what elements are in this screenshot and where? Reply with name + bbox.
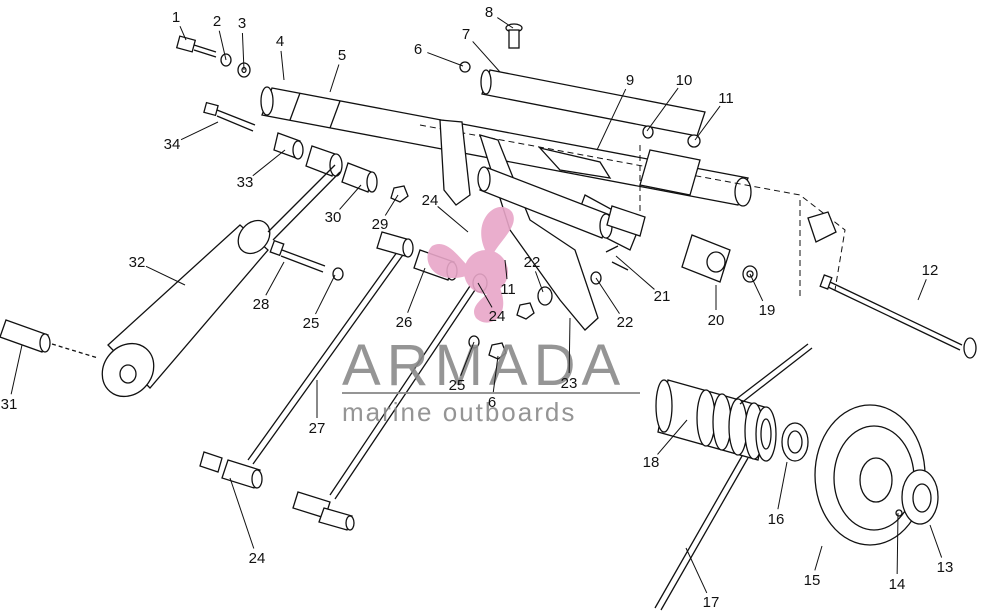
leader-line-c24a	[437, 206, 469, 233]
parts-drawing	[0, 23, 977, 611]
leader-line-c29	[384, 194, 399, 216]
callout-c25a: 25	[303, 315, 320, 332]
leader-line-c22b	[534, 271, 544, 293]
callout-c10: 10	[676, 72, 693, 89]
callout-c26: 26	[396, 314, 413, 331]
leader-line-c24b	[477, 282, 493, 308]
callout-c11b: 11	[500, 281, 516, 298]
propeller-logo-icon	[427, 206, 514, 323]
shock-absorber	[101, 164, 341, 398]
callout-c24b: 24	[489, 308, 506, 325]
callout-c16: 16	[768, 511, 785, 528]
leader-line-c13	[929, 524, 943, 558]
callout-c18: 18	[643, 454, 660, 471]
callout-c24c: 24	[249, 550, 266, 567]
leader-line-c8	[497, 17, 514, 29]
leader-line-c17	[685, 547, 708, 594]
callout-c17: 17	[703, 594, 720, 611]
callout-c6b: 6	[488, 394, 496, 411]
leader-line-c24c	[229, 477, 255, 549]
callout-c5: 5	[338, 47, 346, 64]
leader-line-c33	[252, 149, 286, 177]
rear-shaft	[480, 69, 706, 137]
callout-c20: 20	[708, 312, 725, 329]
leader-line-c9	[596, 88, 627, 151]
leader-line-c34	[180, 121, 219, 141]
watermark-subtitle: marine outboards	[342, 397, 576, 427]
callout-c33: 33	[237, 174, 254, 191]
callout-c27: 27	[309, 420, 326, 437]
leader-line-c12	[917, 279, 927, 301]
leader-line-c14	[896, 512, 899, 575]
leader-line-c11	[694, 105, 721, 141]
callout-c3: 3	[238, 15, 246, 32]
spring-assembly	[654, 343, 813, 611]
leader-line-c6	[427, 52, 464, 67]
callout-c13: 13	[937, 559, 954, 576]
leader-line-c5	[329, 64, 340, 93]
callout-c23: 23	[561, 375, 578, 392]
watermark: ARMADA marine outboards	[342, 206, 640, 427]
callout-c24a: 24	[422, 192, 439, 209]
leader-line-c3	[241, 32, 245, 71]
leader-line-c30	[339, 184, 362, 210]
leader-line-c25b	[460, 341, 475, 376]
leader-line-c6b	[492, 355, 499, 393]
callout-c2: 2	[213, 13, 221, 30]
callout-c34: 34	[164, 136, 181, 153]
callout-c6: 6	[414, 41, 422, 58]
callout-c12: 12	[922, 262, 939, 279]
callout-c28: 28	[253, 296, 270, 313]
callout-c30: 30	[325, 209, 342, 226]
leader-line-c16	[777, 461, 788, 510]
watermark-title: ARMADA	[342, 333, 626, 398]
callout-c25b: 25	[449, 377, 466, 394]
idler-wheel	[814, 404, 939, 546]
leader-line-c22a	[595, 277, 620, 314]
callout-c15: 15	[804, 572, 821, 589]
leader-line-c21	[615, 255, 655, 290]
leader-line-c25a	[315, 274, 336, 315]
leader-line-c26	[407, 267, 426, 313]
leader-line-c28	[265, 261, 285, 296]
callout-c1: 1	[172, 9, 180, 26]
callout-c4: 4	[276, 33, 284, 50]
callout-c22b: 22	[524, 254, 541, 271]
callout-c7: 7	[462, 26, 470, 43]
leader-line-c2	[218, 30, 227, 61]
pivot-shaft	[477, 166, 646, 239]
leader-line-c1	[179, 25, 187, 41]
callout-c21: 21	[654, 288, 671, 305]
leader-line-c18	[657, 419, 688, 455]
leader-line-c10	[646, 87, 679, 132]
upper-shaft	[260, 86, 752, 207]
callout-c31: 31	[1, 396, 18, 413]
leader-line-c31	[10, 344, 23, 395]
leader-line-c4	[280, 50, 285, 81]
callout-c32: 32	[129, 254, 146, 271]
leader-line-c11b	[504, 259, 508, 280]
control-rods	[199, 231, 476, 531]
callout-c19: 19	[759, 302, 776, 319]
leader-line-c19	[749, 273, 764, 302]
callout-c29: 29	[372, 216, 389, 233]
callout-c8: 8	[485, 4, 493, 21]
leader-line-c7	[472, 41, 501, 73]
leader-line-c32	[145, 265, 186, 286]
leader-line-c15	[814, 545, 823, 571]
callout-c14: 14	[889, 576, 906, 593]
callout-c9: 9	[626, 72, 634, 89]
leader-line-c23	[568, 317, 571, 374]
callout-c22a: 22	[617, 314, 634, 331]
callout-c11: 11	[718, 90, 734, 107]
